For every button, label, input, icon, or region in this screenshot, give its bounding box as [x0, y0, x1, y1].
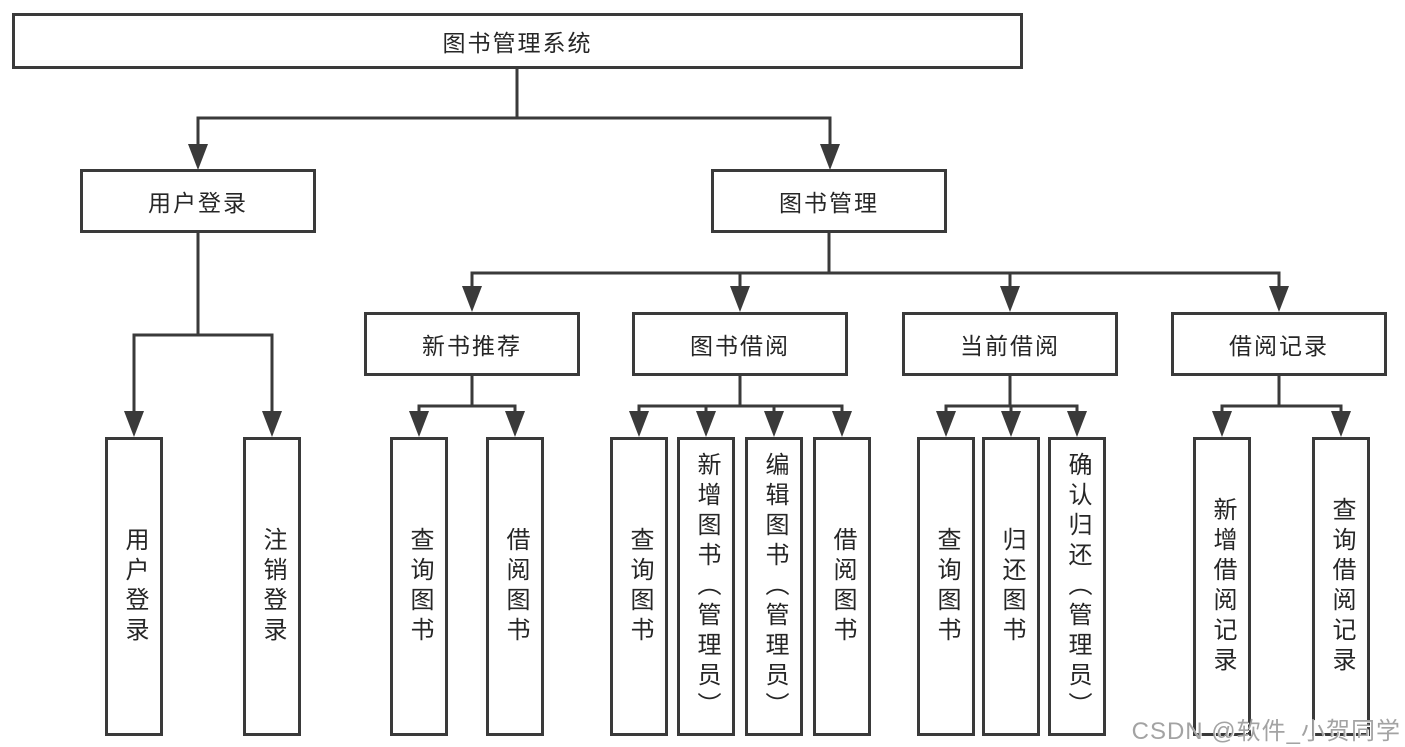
- csdn-watermark: CSDN @软件_小贺同学: [1131, 718, 1401, 745]
- leaf-confirm-return-admin-label: 确认归还（管理员）: [1064, 451, 1091, 722]
- node-book-management-label: 图书管理: [779, 190, 879, 216]
- leaf-user-login: 用户登录: [105, 437, 163, 736]
- node-current-borrow-label: 当前借阅: [960, 333, 1060, 359]
- leaf-query-books-recommend-label: 查询图书: [406, 526, 433, 647]
- node-new-book-recommend-label: 新书推荐: [422, 333, 522, 359]
- leaf-edit-books-admin: 编辑图书（管理员）: [745, 437, 803, 736]
- leaf-query-books-current-label: 查询图书: [933, 526, 960, 647]
- node-book-management: 图书管理: [711, 169, 947, 233]
- leaf-return-books: 归还图书: [982, 437, 1040, 736]
- leaf-return-books-label: 归还图书: [998, 526, 1025, 647]
- leaf-query-books-current: 查询图书: [917, 437, 975, 736]
- leaf-logout-label: 注销登录: [259, 526, 286, 647]
- leaf-confirm-return-admin: 确认归还（管理员）: [1048, 437, 1106, 736]
- leaf-edit-books-admin-label: 编辑图书（管理员）: [761, 451, 788, 722]
- leaf-add-books-admin-label: 新增图书（管理员）: [693, 451, 720, 722]
- leaf-user-login-label: 用户登录: [121, 526, 148, 647]
- node-user-login: 用户登录: [80, 169, 316, 233]
- node-borrow-records: 借阅记录: [1171, 312, 1387, 376]
- connector-segments: [132, 67, 1343, 419]
- leaf-query-borrow-record: 查询借阅记录: [1312, 437, 1370, 736]
- leaf-query-borrow-record-label: 查询借阅记录: [1328, 496, 1355, 677]
- node-user-login-label: 用户登录: [148, 190, 248, 216]
- node-root-system: 图书管理系统: [12, 13, 1023, 69]
- node-book-borrow: 图书借阅: [632, 312, 848, 376]
- leaf-borrow-books: 借阅图书: [813, 437, 871, 736]
- leaf-logout: 注销登录: [243, 437, 301, 736]
- leaf-add-borrow-record: 新增借阅记录: [1193, 437, 1251, 736]
- node-new-book-recommend: 新书推荐: [364, 312, 580, 376]
- arrowhead-icons: [124, 144, 1351, 437]
- leaf-add-borrow-record-label: 新增借阅记录: [1209, 496, 1236, 677]
- leaf-query-books-borrow-label: 查询图书: [626, 526, 653, 647]
- node-borrow-records-label: 借阅记录: [1229, 333, 1329, 359]
- node-current-borrow: 当前借阅: [902, 312, 1118, 376]
- leaf-query-books-borrow: 查询图书: [610, 437, 668, 736]
- leaf-borrow-books-label: 借阅图书: [829, 526, 856, 647]
- node-book-borrow-label: 图书借阅: [690, 333, 790, 359]
- leaf-query-books-recommend: 查询图书: [390, 437, 448, 736]
- leaf-add-books-admin: 新增图书（管理员）: [677, 437, 735, 736]
- leaf-borrow-books-recommend-label: 借阅图书: [502, 526, 529, 647]
- node-root-label: 图书管理系统: [442, 30, 593, 56]
- leaf-borrow-books-recommend: 借阅图书: [486, 437, 544, 736]
